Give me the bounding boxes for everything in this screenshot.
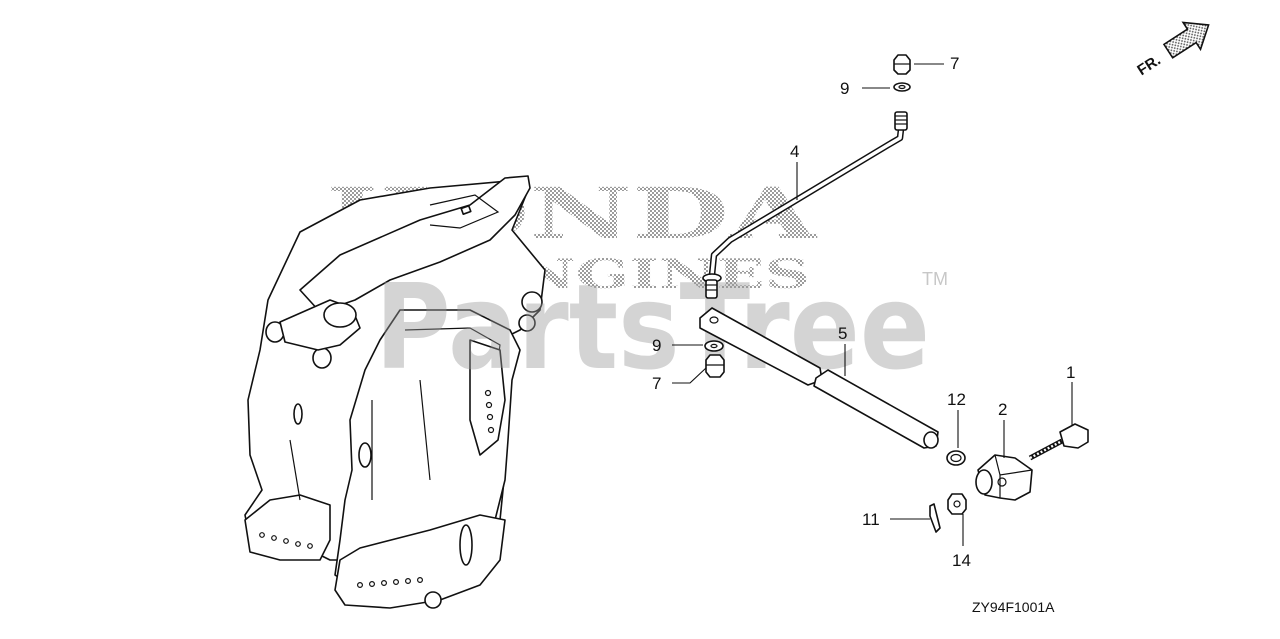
drawing-code: ZY94F1001A (972, 599, 1055, 615)
part-9-washer-bottom (704, 340, 724, 352)
callout-12: 12 (947, 390, 966, 409)
bracket-assembly (244, 175, 546, 609)
part-2-clamp (975, 454, 1033, 501)
callout-7-bottom: 7 (652, 374, 661, 393)
watermark-site: PartsTree (375, 258, 930, 396)
part-1-thumb-screw (1028, 423, 1089, 461)
callout-11: 11 (862, 510, 880, 529)
part-14-nut (947, 493, 967, 515)
callout-9-bottom: 9 (652, 336, 661, 355)
callout-7-top: 7 (950, 54, 959, 73)
watermark-trademark: TM (922, 269, 948, 289)
part-5-bar (699, 307, 939, 449)
callout-5: 5 (838, 324, 847, 343)
callout-4: 4 (790, 142, 799, 161)
part-7-nut-bottom (705, 354, 725, 378)
part-9-washer-top (893, 82, 911, 92)
part-12-o-ring (946, 450, 966, 466)
callout-1: 1 (1066, 363, 1075, 382)
leader-lines (672, 63, 1073, 546)
callout-14: 14 (952, 551, 971, 570)
part-11-pin (929, 503, 941, 533)
front-direction-arrow-icon: FR. (1134, 21, 1210, 79)
callout-2: 2 (998, 400, 1007, 419)
part-4-rod (702, 111, 908, 299)
direction-label: FR. (1134, 52, 1164, 79)
part-7-nut-top (893, 54, 911, 75)
callout-9-top: 9 (840, 79, 849, 98)
